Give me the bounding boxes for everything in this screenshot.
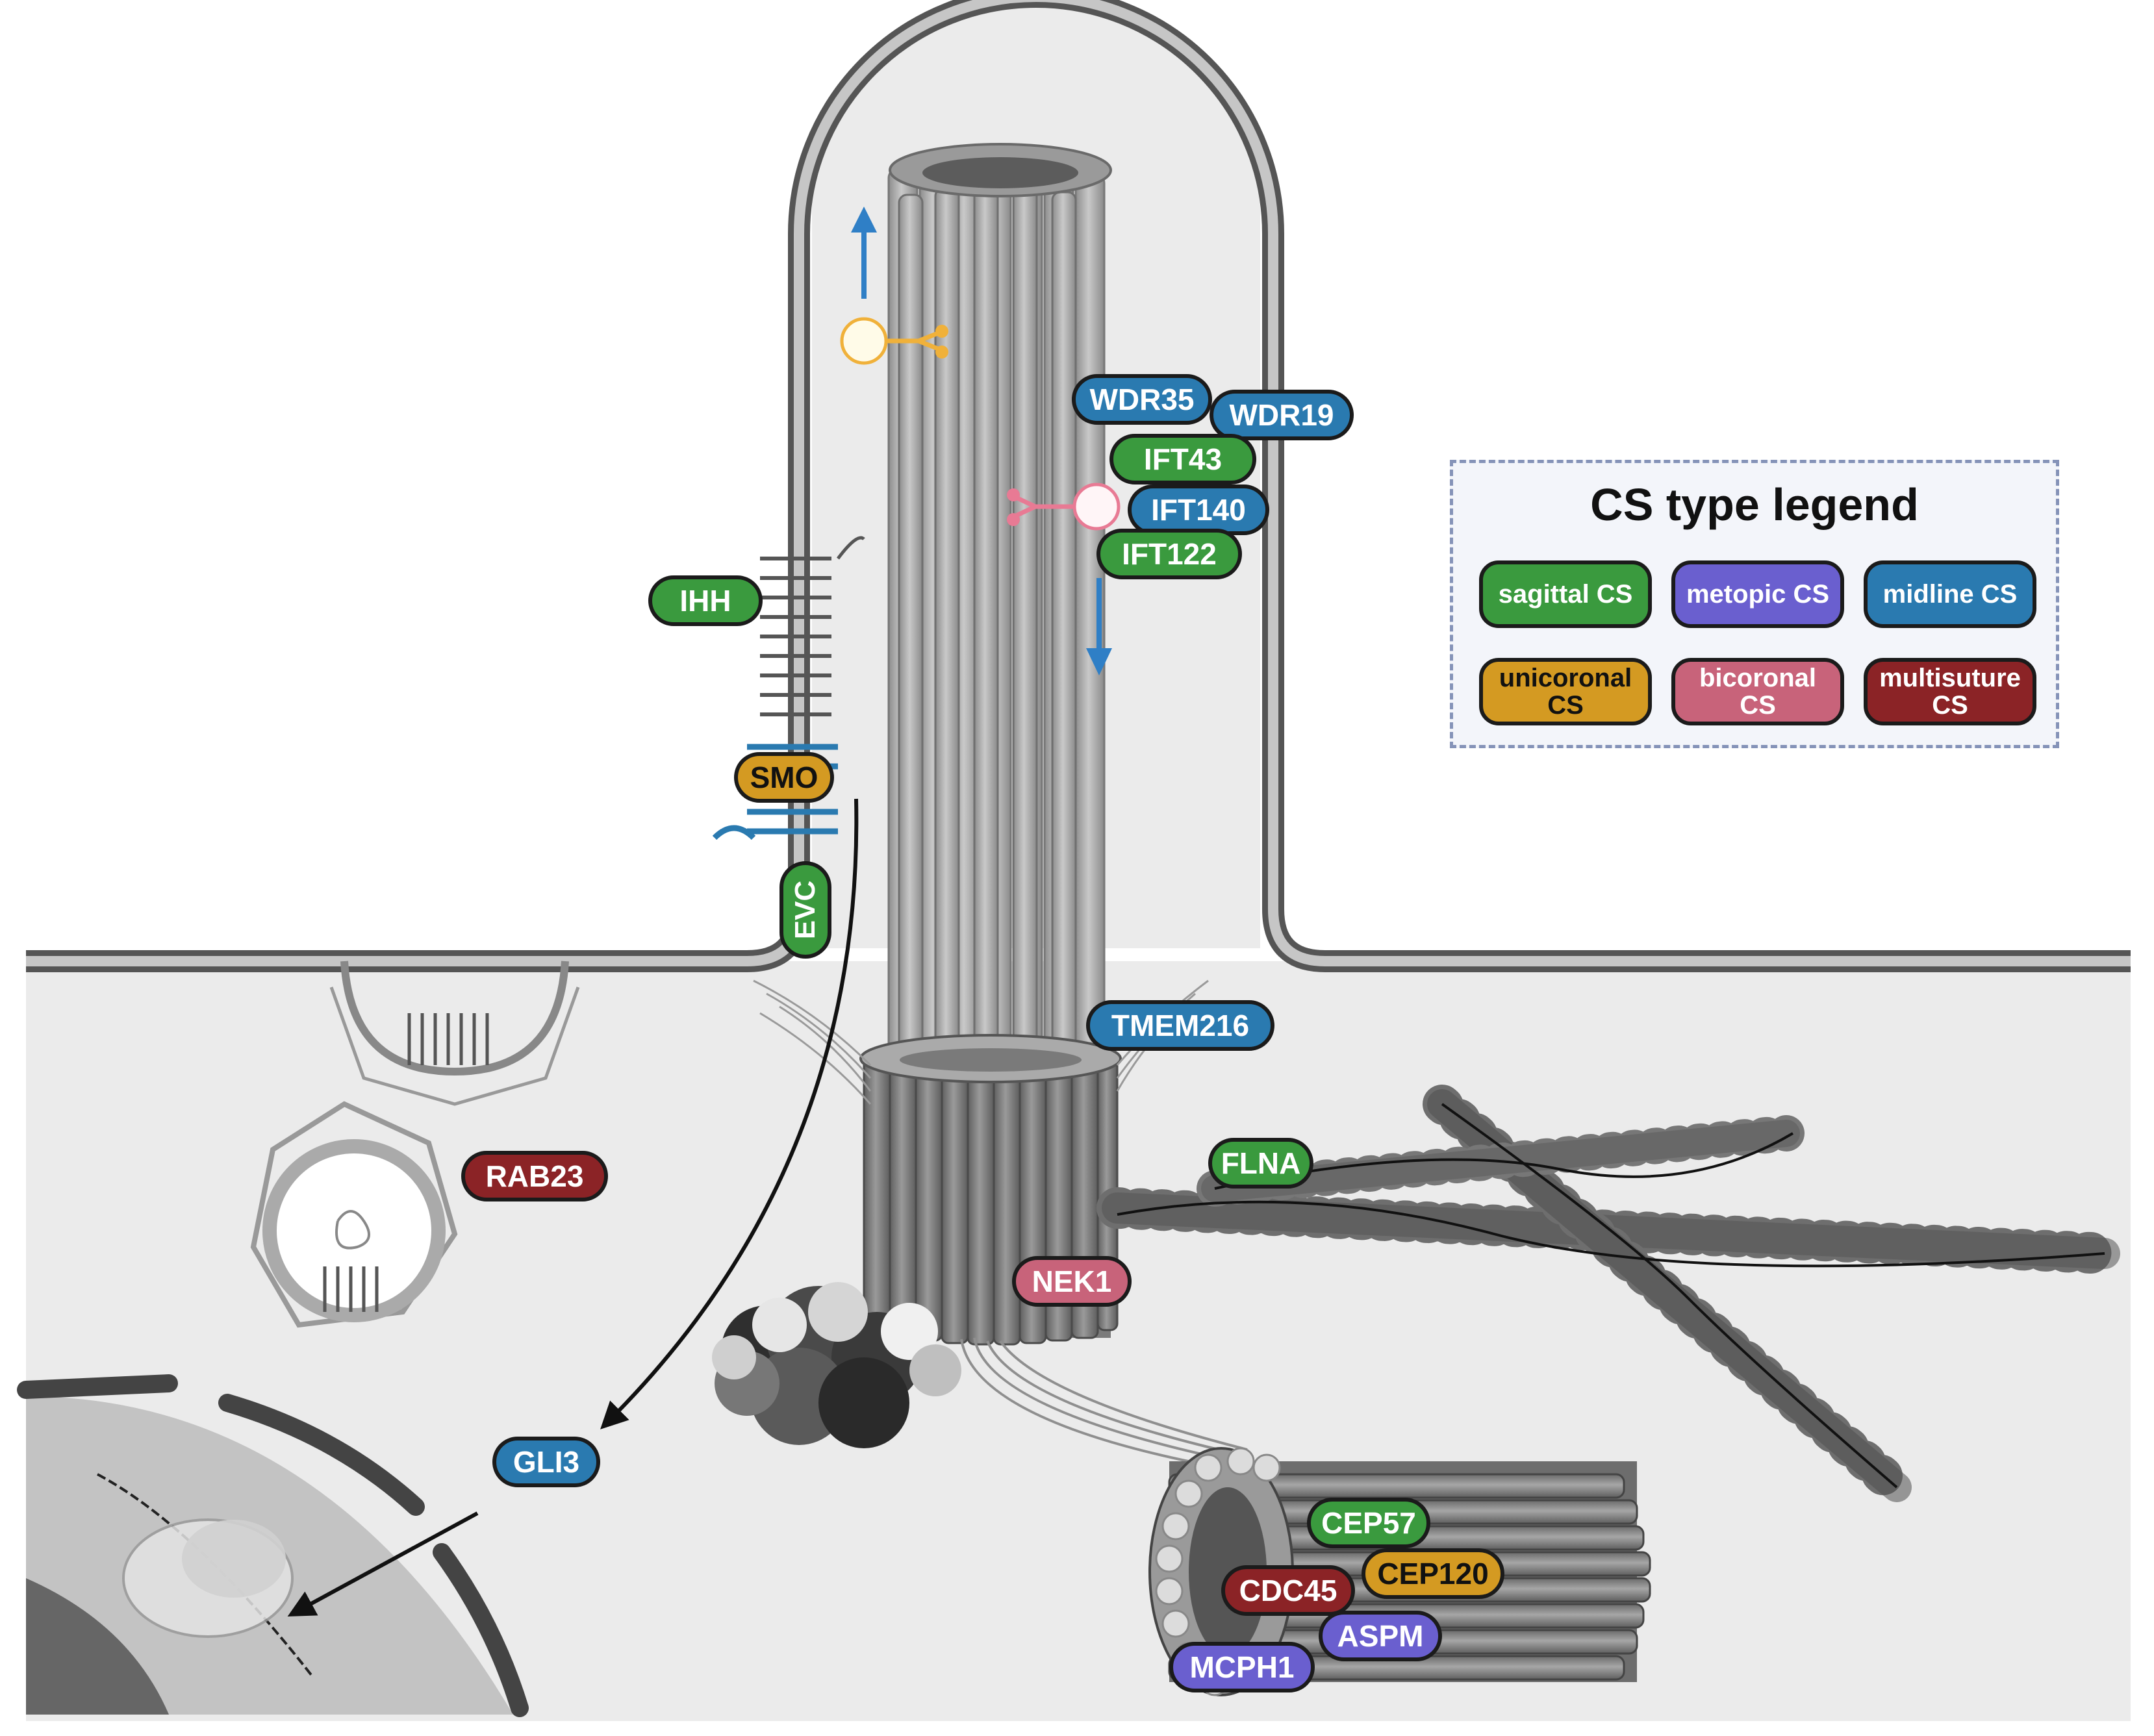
gli3-to-nucleus-arrow — [287, 1511, 479, 1617]
gene-label-flna: FLNA — [1208, 1138, 1313, 1189]
gene-label-cep57: CEP57 — [1307, 1498, 1430, 1548]
ift-a-cargo-retrograde — [1007, 483, 1121, 531]
anterograde-arrow — [851, 207, 877, 299]
gene-label-smo: SMO — [734, 752, 834, 803]
gene-label-ift122: IFT122 — [1096, 529, 1242, 579]
gene-label-tmem216: TMEM216 — [1086, 1000, 1274, 1051]
gene-label-aspm: ASPM — [1319, 1611, 1442, 1661]
coated-vesicle — [250, 1101, 458, 1328]
gene-label-ift140: IFT140 — [1128, 484, 1269, 535]
retrograde-arrow — [1086, 578, 1112, 675]
endocytic-pit — [329, 961, 580, 1106]
legend-title: CS type legend — [1590, 479, 1919, 530]
axoneme — [887, 143, 1112, 1104]
gene-label-mcph1: MCPH1 — [1169, 1642, 1315, 1692]
legend-item-sagittal: sagittal CS — [1479, 560, 1652, 628]
gene-label-cep120: CEP120 — [1362, 1548, 1504, 1599]
rootlet-fibers — [960, 1337, 1248, 1470]
pericentriolar-material — [712, 1282, 961, 1448]
gene-label-nek1: NEK1 — [1012, 1256, 1132, 1307]
legend-item-metopic: metopic CS — [1671, 560, 1844, 628]
evc-text: EVC — [789, 880, 822, 940]
gene-label-gli3: GLI3 — [492, 1437, 600, 1487]
legend-item-multisuture: multisuture CS — [1864, 658, 2036, 725]
gene-label-cdc45: CDC45 — [1221, 1565, 1355, 1616]
gene-label-ift43: IFT43 — [1109, 434, 1256, 484]
actin-filaments — [1096, 1085, 2125, 1507]
legend-item-bicoronal: bicoronal CS — [1671, 658, 1844, 725]
gene-label-wdr35: WDR35 — [1072, 374, 1212, 425]
legend-item-unicoronal: unicoronal CS — [1479, 658, 1652, 725]
smo-to-gli3-arrow — [600, 798, 859, 1429]
gene-label-ihh: IHH — [648, 575, 763, 626]
receptor-helices — [712, 536, 865, 840]
nucleus — [17, 1374, 529, 1717]
gene-label-rab23: RAB23 — [461, 1151, 608, 1201]
gene-label-evc: EVC — [779, 861, 831, 959]
gene-label-wdr19: WDR19 — [1210, 390, 1354, 440]
legend-item-midline: midline CS — [1864, 560, 2036, 628]
legend: CS type legend sagittal CS metopic CS mi… — [1450, 460, 2059, 748]
ift-a-cargo-anterograde — [840, 317, 948, 365]
